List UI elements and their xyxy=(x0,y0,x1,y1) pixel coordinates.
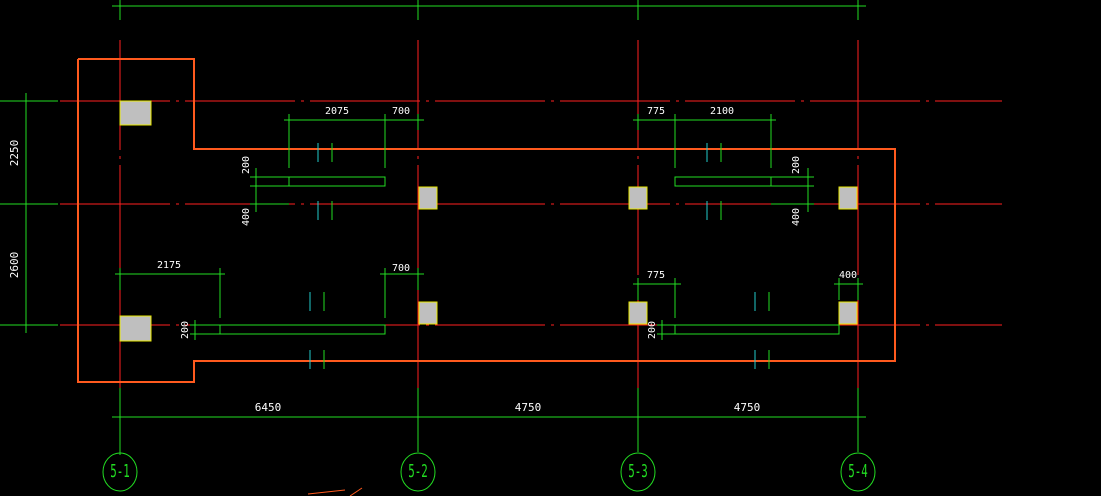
section-mark xyxy=(309,350,325,369)
dim-left-2: 2600 xyxy=(8,252,21,279)
section-mark xyxy=(754,292,770,311)
axis-lines xyxy=(60,40,1002,395)
dim-bottom-2: 4750 xyxy=(515,401,542,414)
dimension-texts: 6450 4750 4750 6450 4750 4750 2250 2600 … xyxy=(8,0,857,414)
dim-bottom-left-gap: 700 xyxy=(392,263,410,274)
axis-bubble-5-1[interactable]: 5-1 xyxy=(102,452,138,492)
column-5-4-middle[interactable] xyxy=(838,186,858,210)
dim-top-left-gap: 700 xyxy=(392,106,410,117)
dimension-lines xyxy=(0,0,866,455)
axis-bubble-label: 5-3 xyxy=(628,461,647,482)
dim-bottom-3: 4750 xyxy=(734,401,761,414)
column-5-3-bottom[interactable] xyxy=(628,301,648,325)
dim-upper-left-400: 400 xyxy=(241,208,252,226)
dim-bottom-right-gap: 775 xyxy=(647,270,665,281)
columns xyxy=(119,100,858,342)
beam-upper-left[interactable] xyxy=(288,176,386,187)
dim-top-left-span: 2075 xyxy=(325,106,349,117)
column-5-2-middle[interactable] xyxy=(418,186,438,210)
dim-upper-right-400: 400 xyxy=(791,208,802,226)
dim-lower-left-200: 200 xyxy=(180,321,191,339)
beam-lower-right[interactable] xyxy=(674,324,840,335)
axis-bubble-label: 5-1 xyxy=(110,461,129,482)
axis-bubble-5-4[interactable]: 5-4 xyxy=(840,452,876,492)
column-5-3-middle[interactable] xyxy=(628,186,648,210)
dim-top-3: 4750 xyxy=(735,0,762,3)
section-mark xyxy=(309,292,325,311)
dim-bottom-left-span: 2175 xyxy=(157,260,181,271)
column-5-1-bottom[interactable] xyxy=(119,315,152,342)
column-5-4-bottom[interactable] xyxy=(838,301,858,325)
axis-bubble-5-2[interactable]: 5-2 xyxy=(400,452,436,492)
axis-bubble-5-3[interactable]: 5-3 xyxy=(620,452,656,492)
section-mark xyxy=(706,143,722,162)
axis-bubble-label: 5-4 xyxy=(848,461,868,482)
dim-top-1: 6450 xyxy=(256,0,283,3)
dim-top-right-gap: 775 xyxy=(647,106,665,117)
stray-mark xyxy=(307,487,363,496)
beam-lower-left[interactable] xyxy=(219,324,386,335)
dim-lower-right-200: 200 xyxy=(647,321,658,339)
section-mark xyxy=(706,201,722,220)
section-mark xyxy=(317,143,333,162)
slab-outline xyxy=(77,58,896,383)
dim-left-1: 2250 xyxy=(8,140,21,167)
column-5-2-bottom[interactable] xyxy=(418,301,438,325)
axis-bubble-label: 5-2 xyxy=(408,461,427,482)
axis-bubbles: 5-1 5-2 5-3 5-4 xyxy=(102,452,876,492)
dim-top-right-span: 2100 xyxy=(710,106,734,117)
dim-top-2: 4750 xyxy=(515,0,542,3)
section-mark xyxy=(317,201,333,220)
dim-upper-left-200: 200 xyxy=(241,156,252,174)
section-mark xyxy=(754,350,770,369)
dim-upper-right-200: 200 xyxy=(791,156,802,174)
dim-bottom-right-400: 400 xyxy=(839,270,857,281)
column-5-1-top[interactable] xyxy=(119,100,152,126)
section-marks xyxy=(309,143,770,369)
beams xyxy=(219,176,840,335)
beam-upper-right[interactable] xyxy=(674,176,772,187)
dim-bottom-1: 6450 xyxy=(255,401,282,414)
